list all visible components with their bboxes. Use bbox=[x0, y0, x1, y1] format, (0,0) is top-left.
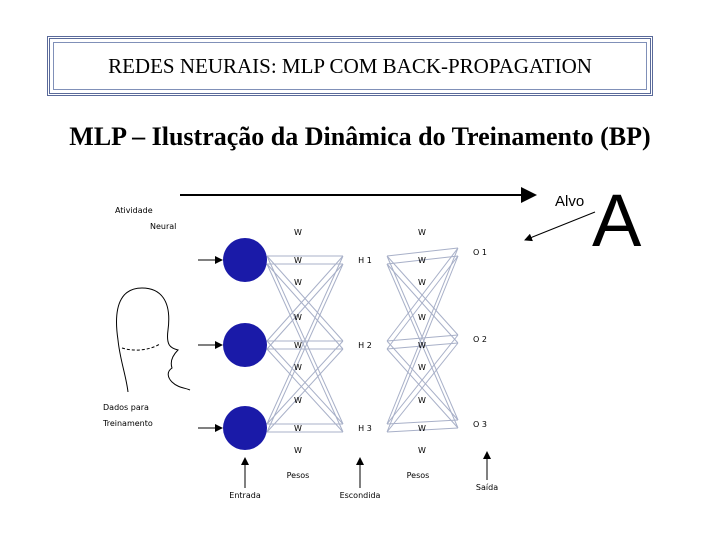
weight-label-9: W bbox=[294, 446, 302, 455]
output-node-3-label: O 3 bbox=[473, 420, 487, 429]
connection-input-3-hidden-1-return bbox=[266, 263, 344, 433]
connection-hidden-3-output-2 bbox=[386, 334, 459, 425]
connection-hidden-3-output-2-return bbox=[386, 342, 459, 433]
output-node-1-label: O 1 bbox=[473, 248, 487, 257]
connection-hidden-1-output-1 bbox=[386, 247, 459, 257]
connection-hidden-1-output-2-return bbox=[386, 263, 459, 344]
connection-hidden-2-output-3-return bbox=[386, 348, 459, 429]
weight-label-11: W bbox=[418, 256, 426, 265]
weight-label-14: W bbox=[418, 341, 426, 350]
weight-label-7: W bbox=[294, 396, 302, 405]
connection-hidden-3-output-3 bbox=[386, 419, 459, 425]
activity-label-2: Neural bbox=[150, 222, 176, 231]
weight-label-13: W bbox=[418, 313, 426, 322]
hidden-node-2-label: H 2 bbox=[358, 341, 372, 350]
head-silhouette bbox=[116, 287, 191, 391]
weights-label-left: Pesos bbox=[287, 471, 310, 480]
connection-hidden-2-output-1-return bbox=[386, 255, 459, 350]
weight-label-5: W bbox=[294, 341, 302, 350]
input-node-1 bbox=[223, 238, 267, 282]
weights-label-right: Pesos bbox=[407, 471, 430, 480]
connection-hidden-1-output-1-return bbox=[386, 255, 459, 265]
connection-hidden-3-output-1 bbox=[386, 247, 459, 425]
output-node-1: O 1 bbox=[458, 230, 502, 274]
header-inner-border bbox=[53, 42, 647, 90]
head-brain-line bbox=[121, 343, 161, 351]
connection-input-2-hidden-1 bbox=[266, 255, 344, 342]
weight-label-2: W bbox=[294, 256, 302, 265]
connection-input-3-hidden-1 bbox=[266, 255, 344, 425]
output-node-3: O 3 bbox=[458, 402, 502, 446]
connection-input-3-hidden-2 bbox=[266, 340, 344, 425]
input-layer-label: Entrada bbox=[229, 491, 261, 500]
weight-label-6: W bbox=[294, 363, 302, 372]
hidden-node-1-label: H 1 bbox=[358, 256, 372, 265]
weight-label-1: W bbox=[294, 228, 302, 237]
target-letter: A bbox=[592, 179, 642, 262]
weight-label-17: W bbox=[418, 424, 426, 433]
hidden-layer-label: Escondida bbox=[340, 491, 381, 500]
head-neck-line bbox=[117, 339, 129, 393]
target-label: Alvo bbox=[555, 193, 584, 210]
connection-hidden-2-output-2 bbox=[386, 334, 459, 342]
weight-label-15: W bbox=[418, 363, 426, 372]
connection-input-2-hidden-1-return bbox=[266, 263, 344, 350]
connection-input-3-hidden-2-return bbox=[266, 348, 344, 433]
input-node-2 bbox=[223, 323, 267, 367]
hidden-node-1: H 1 bbox=[343, 238, 387, 282]
training-label-2: Treinamento bbox=[102, 419, 153, 428]
connection-hidden-3-output-3-return bbox=[386, 427, 459, 433]
training-label-1: Dados para bbox=[103, 403, 149, 412]
page-subtitle: MLP – Ilustração da Dinâmica do Treiname… bbox=[69, 122, 651, 151]
weight-label-16: W bbox=[418, 396, 426, 405]
weight-label-3: W bbox=[294, 278, 302, 287]
output-node-2-label: O 2 bbox=[473, 335, 487, 344]
target-arrow bbox=[524, 211, 596, 242]
output-node-2: O 2 bbox=[458, 317, 502, 361]
weight-label-8: W bbox=[294, 424, 302, 433]
output-layer-label: Saída bbox=[476, 483, 498, 492]
weight-label-18: W bbox=[418, 446, 426, 455]
connection-hidden-1-output-2 bbox=[386, 255, 459, 336]
weight-labels: W W W W W W W W W W W W W W W W W W bbox=[294, 228, 426, 455]
connection-hidden-2-output-3 bbox=[386, 340, 459, 421]
weight-label-10: W bbox=[418, 228, 426, 237]
hidden-node-3: H 3 bbox=[343, 406, 387, 450]
connection-hidden-2-output-2-return bbox=[386, 342, 459, 350]
connection-lines bbox=[266, 247, 459, 433]
hidden-node-2: H 2 bbox=[343, 323, 387, 367]
input-node-3 bbox=[223, 406, 267, 450]
hidden-node-3-label: H 3 bbox=[358, 424, 372, 433]
connection-hidden-3-output-1-return bbox=[386, 255, 459, 433]
activity-label-1: Atividade bbox=[115, 206, 153, 215]
connection-hidden-2-output-1 bbox=[386, 247, 459, 342]
page-title: REDES NEURAIS: MLP COM BACK-PROPAGATION bbox=[108, 53, 592, 78]
weight-label-4: W bbox=[294, 313, 302, 322]
weight-label-12: W bbox=[418, 278, 426, 287]
header-box: REDES NEURAIS: MLP COM BACK-PROPAGATION bbox=[47, 36, 653, 96]
